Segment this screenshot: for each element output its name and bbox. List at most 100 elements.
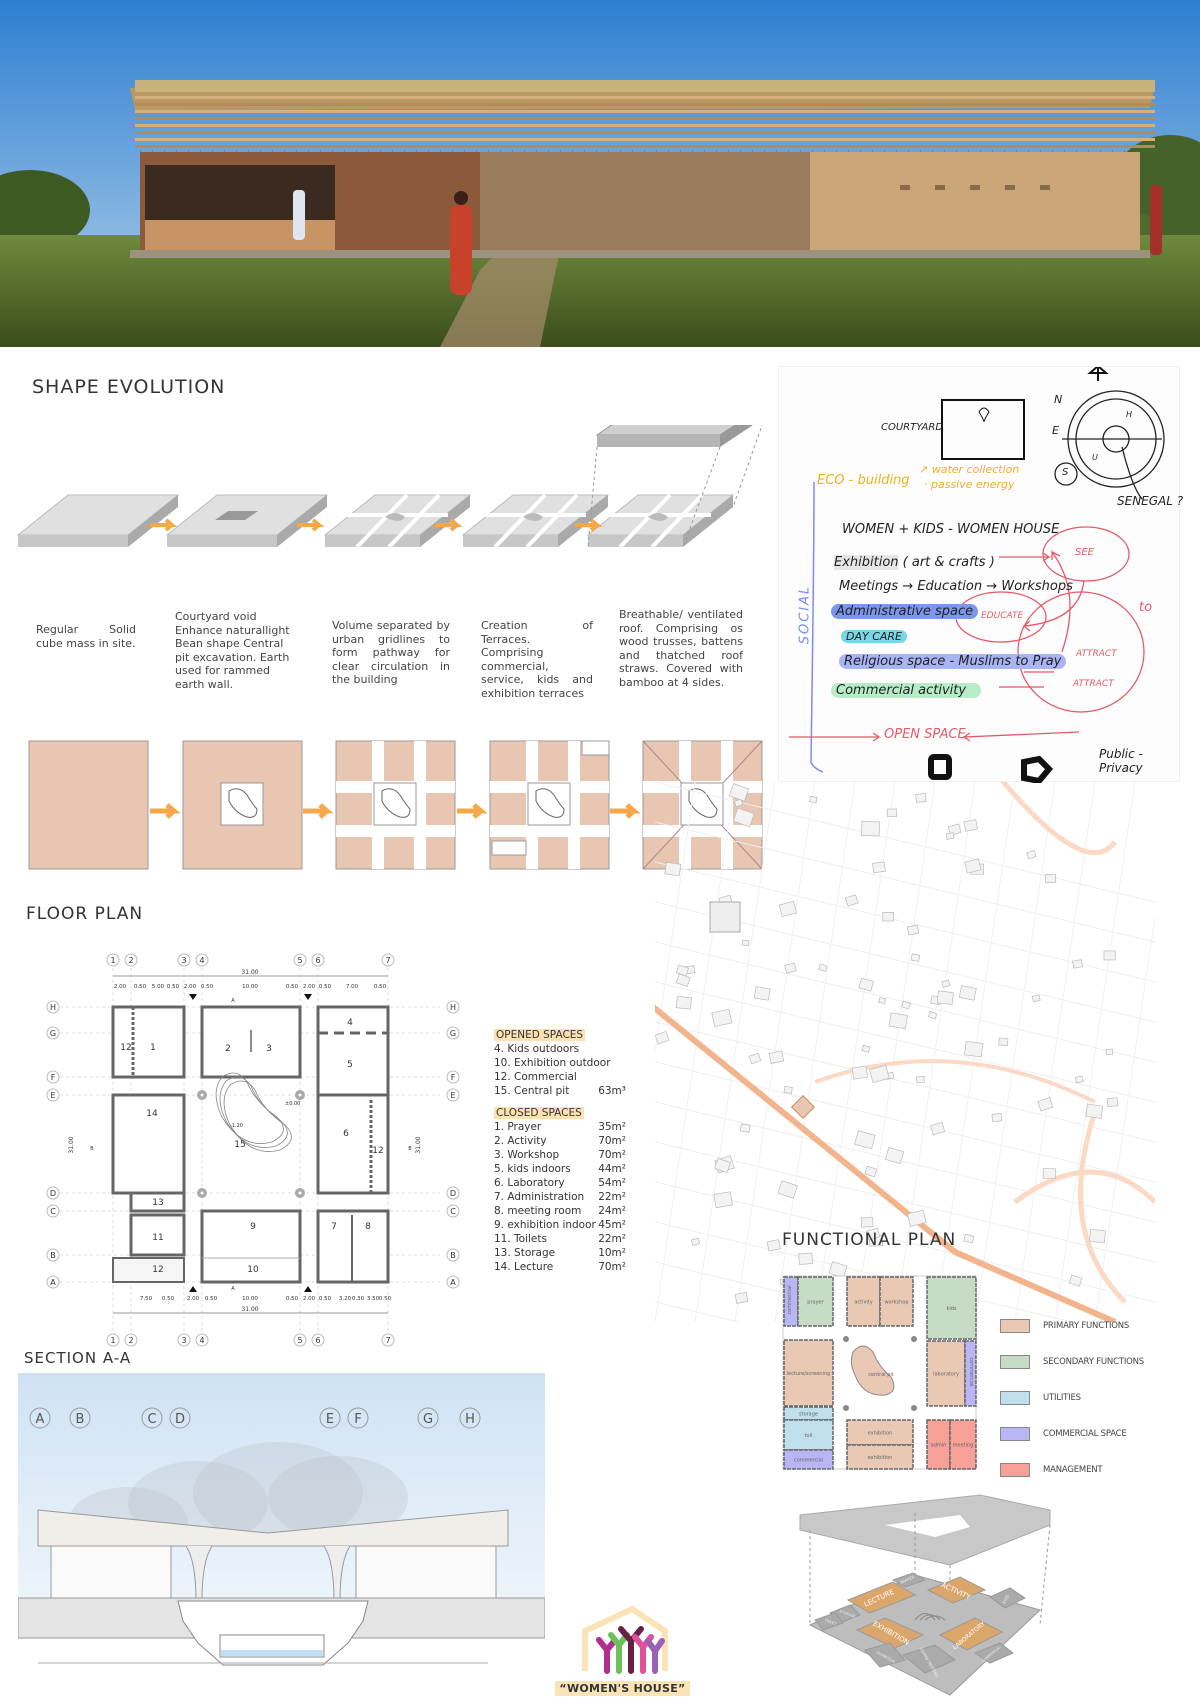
grid-label-2: 2: [128, 956, 133, 965]
overall-dimension-bottom: 31.00: [241, 1306, 258, 1313]
building-footprint: [748, 1052, 762, 1065]
legend-label: PRIMARY FUNCTIONS: [1043, 1321, 1130, 1331]
street-line: [1094, 913, 1155, 1322]
building-footprint: [930, 1121, 946, 1136]
hero-render: [0, 0, 1200, 347]
space-name: 4. Kids outdoors: [494, 1043, 580, 1055]
dimension-top: 7.00: [346, 984, 359, 990]
massing-step-1: [16, 494, 180, 547]
building-footprint: [1105, 1048, 1114, 1056]
street-line: [655, 821, 1155, 943]
level-pit: -1.20: [230, 1123, 243, 1129]
zone-prayer: [797, 1276, 834, 1327]
compass-s: S: [1062, 467, 1069, 478]
secondary-road: [1000, 782, 1155, 1304]
sketch-notes-panel: COURTYARD N E S H U SENEGAL ? ECO - buil…: [778, 366, 1183, 783]
legend-label: COMMERCIAL SPACE: [1043, 1429, 1127, 1439]
space-area: 44m²: [598, 1163, 626, 1175]
grid-label-B: B: [450, 1251, 456, 1260]
building: [130, 80, 1155, 258]
room-number-8: 8: [365, 1222, 371, 1232]
zone-label-commercial_nw: commercial: [787, 1285, 793, 1314]
room-number-12: 12: [152, 1265, 163, 1275]
educate-circle-label: EDUCATE: [981, 611, 1024, 621]
space-area: 10m²: [598, 1247, 626, 1259]
entrance-arrow-icon: [189, 1286, 197, 1292]
street-line: [774, 782, 856, 1322]
building-footprint: [1072, 959, 1084, 969]
building-footprint: [733, 798, 744, 808]
grid-bubble: [46, 1248, 60, 1262]
building-footprint: [798, 1252, 813, 1265]
building-footprint: [713, 1191, 733, 1209]
space-name: 10. Exhibition outdoor: [494, 1057, 611, 1069]
dimension-bottom: 0.50: [319, 1296, 332, 1302]
space-name: 7. Administration: [494, 1191, 585, 1203]
step-1-description: Regular Solid cube mass in site.: [36, 623, 136, 650]
building-footprint: [907, 1209, 927, 1227]
grid-bubble: [46, 1275, 60, 1289]
dimension-top: 0.50: [167, 984, 180, 990]
axis-label-F: F: [354, 1412, 361, 1427]
column: [911, 1405, 917, 1411]
mass-square: [28, 740, 149, 870]
axis-bubble: [141, 1407, 163, 1429]
roof-opening: [885, 1515, 970, 1537]
pathway: [493, 493, 547, 549]
dimension-bottom: 0.50: [162, 1296, 175, 1302]
legend-item: COMMERCIAL SPACE: [1000, 1416, 1144, 1452]
grid-bubble: [46, 1088, 60, 1102]
terrace: [581, 740, 610, 756]
logo-text: “WOMEN'S HOUSE”: [555, 1681, 690, 1696]
functional-plan-title: FUNCTIONAL PLAN: [782, 1230, 957, 1250]
social-bracket: [810, 481, 824, 773]
street-line: [655, 981, 1155, 1103]
religious-space-note: Religious space - Muslims to Pray: [839, 654, 1067, 669]
massing-step-2: [165, 494, 329, 547]
building-footprint: [664, 861, 682, 877]
building-footprint: [963, 1233, 975, 1244]
axis-bubble: [459, 1407, 481, 1429]
site-map: [655, 782, 1155, 1322]
building-footprint: [734, 1292, 749, 1304]
massing-step-4: [461, 493, 610, 549]
closed-spaces-heading: CLOSED SPACES: [494, 1107, 584, 1119]
room-number-3: 3: [266, 1044, 272, 1054]
attract-label-2: ATTRACT: [1073, 679, 1114, 689]
slab-side: [277, 495, 327, 547]
zone-label-exhibition2: exhibition: [868, 1455, 893, 1461]
grid-label-4: 4: [199, 1336, 204, 1345]
building-footprint: [778, 900, 797, 918]
roof-slat: [135, 124, 1155, 127]
room-number-7: 7: [331, 1222, 337, 1232]
pathway: [355, 493, 409, 549]
zone-label-activity: activity: [854, 1300, 872, 1306]
compass-u: U: [1092, 453, 1098, 462]
zone-label-exhibition1: exhibition: [868, 1431, 893, 1437]
administrative-space-note: Administrative space: [831, 604, 979, 619]
building-footprint: [675, 973, 691, 987]
building-footprint: [964, 858, 982, 874]
zone-toil: [783, 1419, 834, 1451]
building-footprint: [1106, 1097, 1119, 1108]
space-area: 70m²: [598, 1149, 626, 1161]
to-note: to: [1139, 600, 1153, 615]
space-name: 1. Prayer: [494, 1121, 542, 1133]
column: [843, 1405, 849, 1411]
legend-swatch: [1000, 1319, 1030, 1333]
building-footprint: [753, 986, 771, 1001]
dimension-bottom: 0.30: [352, 1296, 365, 1302]
grid-bubble: [293, 953, 307, 967]
building-footprint: [675, 964, 690, 977]
central-pit-steps: [914, 1613, 936, 1621]
plan-step-3: [335, 740, 456, 870]
building-footprint: [655, 1030, 670, 1045]
legend-label: MANAGEMENT: [1043, 1465, 1103, 1475]
grid-label-4: 4: [199, 956, 204, 965]
day-care-note: DAY CARE: [841, 630, 908, 643]
